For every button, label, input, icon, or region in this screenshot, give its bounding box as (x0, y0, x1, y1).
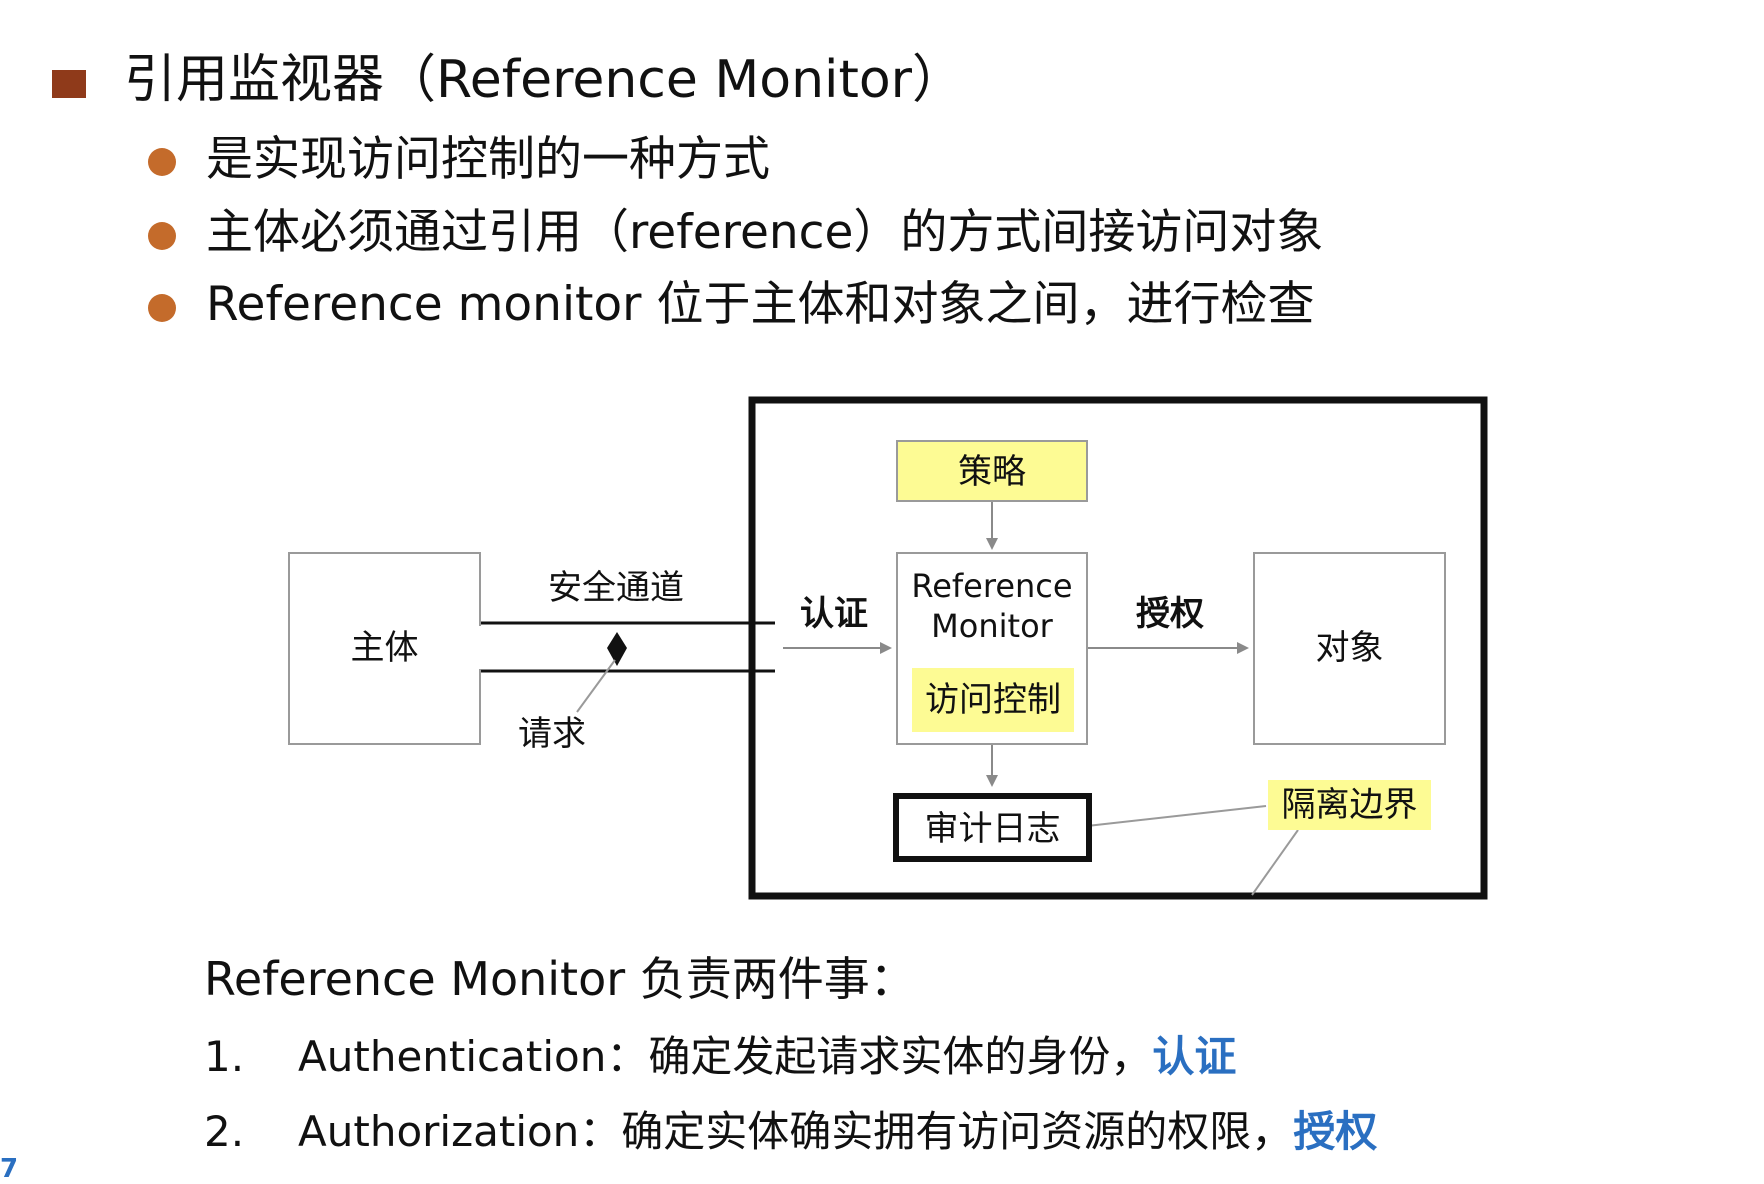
audit-log-label: 审计日志 (924, 809, 1061, 849)
square-bullet-icon (52, 70, 86, 98)
boundary-leader-line-1 (1086, 805, 1267, 827)
policy-label: 策略 (958, 452, 1026, 492)
request-label: 请求 (518, 714, 586, 754)
access-control-label: 访问控制 (925, 680, 1061, 720)
object-box: 对象 (1253, 552, 1446, 745)
request-diamond-icon (607, 632, 627, 666)
page-title: 引用监视器（Reference Monitor） (124, 50, 965, 110)
bullet-dot-icon (148, 294, 176, 322)
bullet-dot-icon (148, 148, 176, 176)
authorization-label: 授权 (1136, 594, 1204, 634)
secure-channel-label: 安全通道 (548, 568, 684, 608)
subject-label: 主体 (350, 628, 419, 668)
access-control-highlight: 访问控制 (912, 668, 1074, 732)
authentication-label: 认证 (800, 594, 868, 634)
subject-box: 主体 (288, 552, 481, 745)
summary-item-number: 2. (204, 1107, 245, 1156)
isolation-boundary-frame (748, 396, 1488, 900)
request-leader-line (576, 659, 616, 713)
bullet-dot-icon (148, 222, 176, 250)
summary-heading: Reference Monitor 负责两件事： (204, 952, 916, 1006)
summary-keyword: 授权 (1293, 1107, 1378, 1156)
reference-monitor-box: Reference Monitor 访问控制 (896, 552, 1088, 745)
object-label: 对象 (1315, 628, 1384, 668)
summary-item-text: Authentication：确定发起请求实体的身份， (298, 1032, 1153, 1081)
bullet-item-1: 是实现访问控制的一种方式 (206, 132, 770, 187)
boundary-leader-line-2 (1251, 829, 1299, 896)
reference-monitor-line2: Monitor (931, 607, 1053, 645)
summary-item-1: Authentication：确定发起请求实体的身份，认证 (298, 1030, 1236, 1084)
reference-monitor-line1: Reference (911, 567, 1073, 605)
summary-item-text: Authorization：确定实体确实拥有访问资源的权限， (298, 1107, 1294, 1156)
summary-keyword: 认证 (1152, 1032, 1237, 1081)
summary-item-number: 1. (204, 1032, 245, 1081)
policy-box: 策略 (896, 440, 1088, 502)
channel-opening (476, 626, 488, 669)
audit-log-box: 审计日志 (893, 793, 1092, 862)
isolation-boundary-label: 隔离边界 (1268, 780, 1431, 830)
page-number: 7 (0, 1154, 19, 1184)
summary-item-2: Authorization：确定实体确实拥有访问资源的权限，授权 (298, 1105, 1377, 1159)
bullet-item-3: Reference monitor 位于主体和对象之间，进行检查 (206, 277, 1315, 332)
bullet-item-2: 主体必须通过引用（reference）的方式间接访问对象 (206, 205, 1324, 260)
